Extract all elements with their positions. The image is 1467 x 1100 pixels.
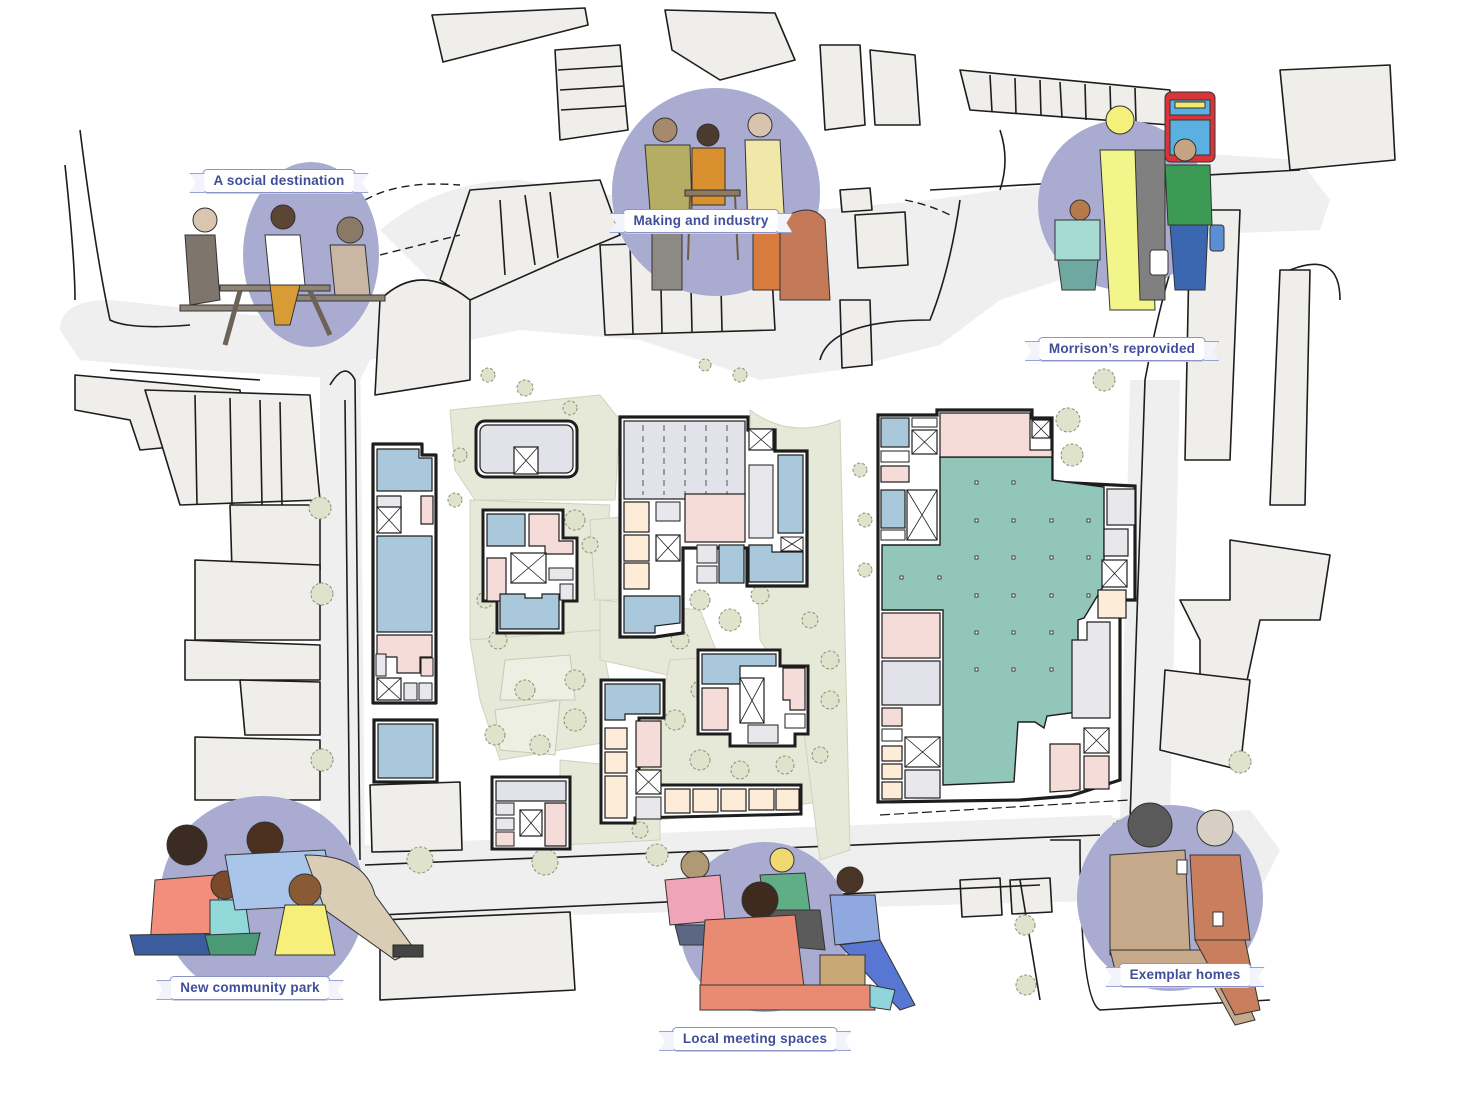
people-illustration-park <box>129 821 424 961</box>
column-grid <box>899 480 1091 672</box>
building-central-east <box>696 648 810 748</box>
callout-making-industry: Making and industry <box>622 209 780 233</box>
people-illustration-homes <box>1109 802 1261 1026</box>
building-south-small <box>490 775 572 851</box>
building-cruciform-north <box>481 508 579 635</box>
callout-meeting-spaces: Local meeting spaces <box>671 1027 839 1051</box>
building-pavilion <box>474 419 579 479</box>
people-illustration-social <box>179 204 386 346</box>
building-north-central <box>618 415 809 639</box>
callout-social-destination: A social destination <box>202 169 356 193</box>
existing-buildings <box>74 7 1396 1001</box>
building-west-bar <box>371 442 438 705</box>
building-supermarket-block <box>876 408 1137 804</box>
building-south-lshape <box>599 678 803 825</box>
dashed-routes <box>364 183 951 256</box>
people-illustration-morrisons <box>1054 91 1225 311</box>
people-illustration-meeting <box>664 847 916 1011</box>
callout-community-park: New community park <box>169 976 331 1000</box>
building-west-square <box>372 718 439 784</box>
callout-morrisons-reprovided: Morrison’s reprovided <box>1037 337 1207 361</box>
callout-exemplar-homes: Exemplar homes <box>1118 963 1252 987</box>
